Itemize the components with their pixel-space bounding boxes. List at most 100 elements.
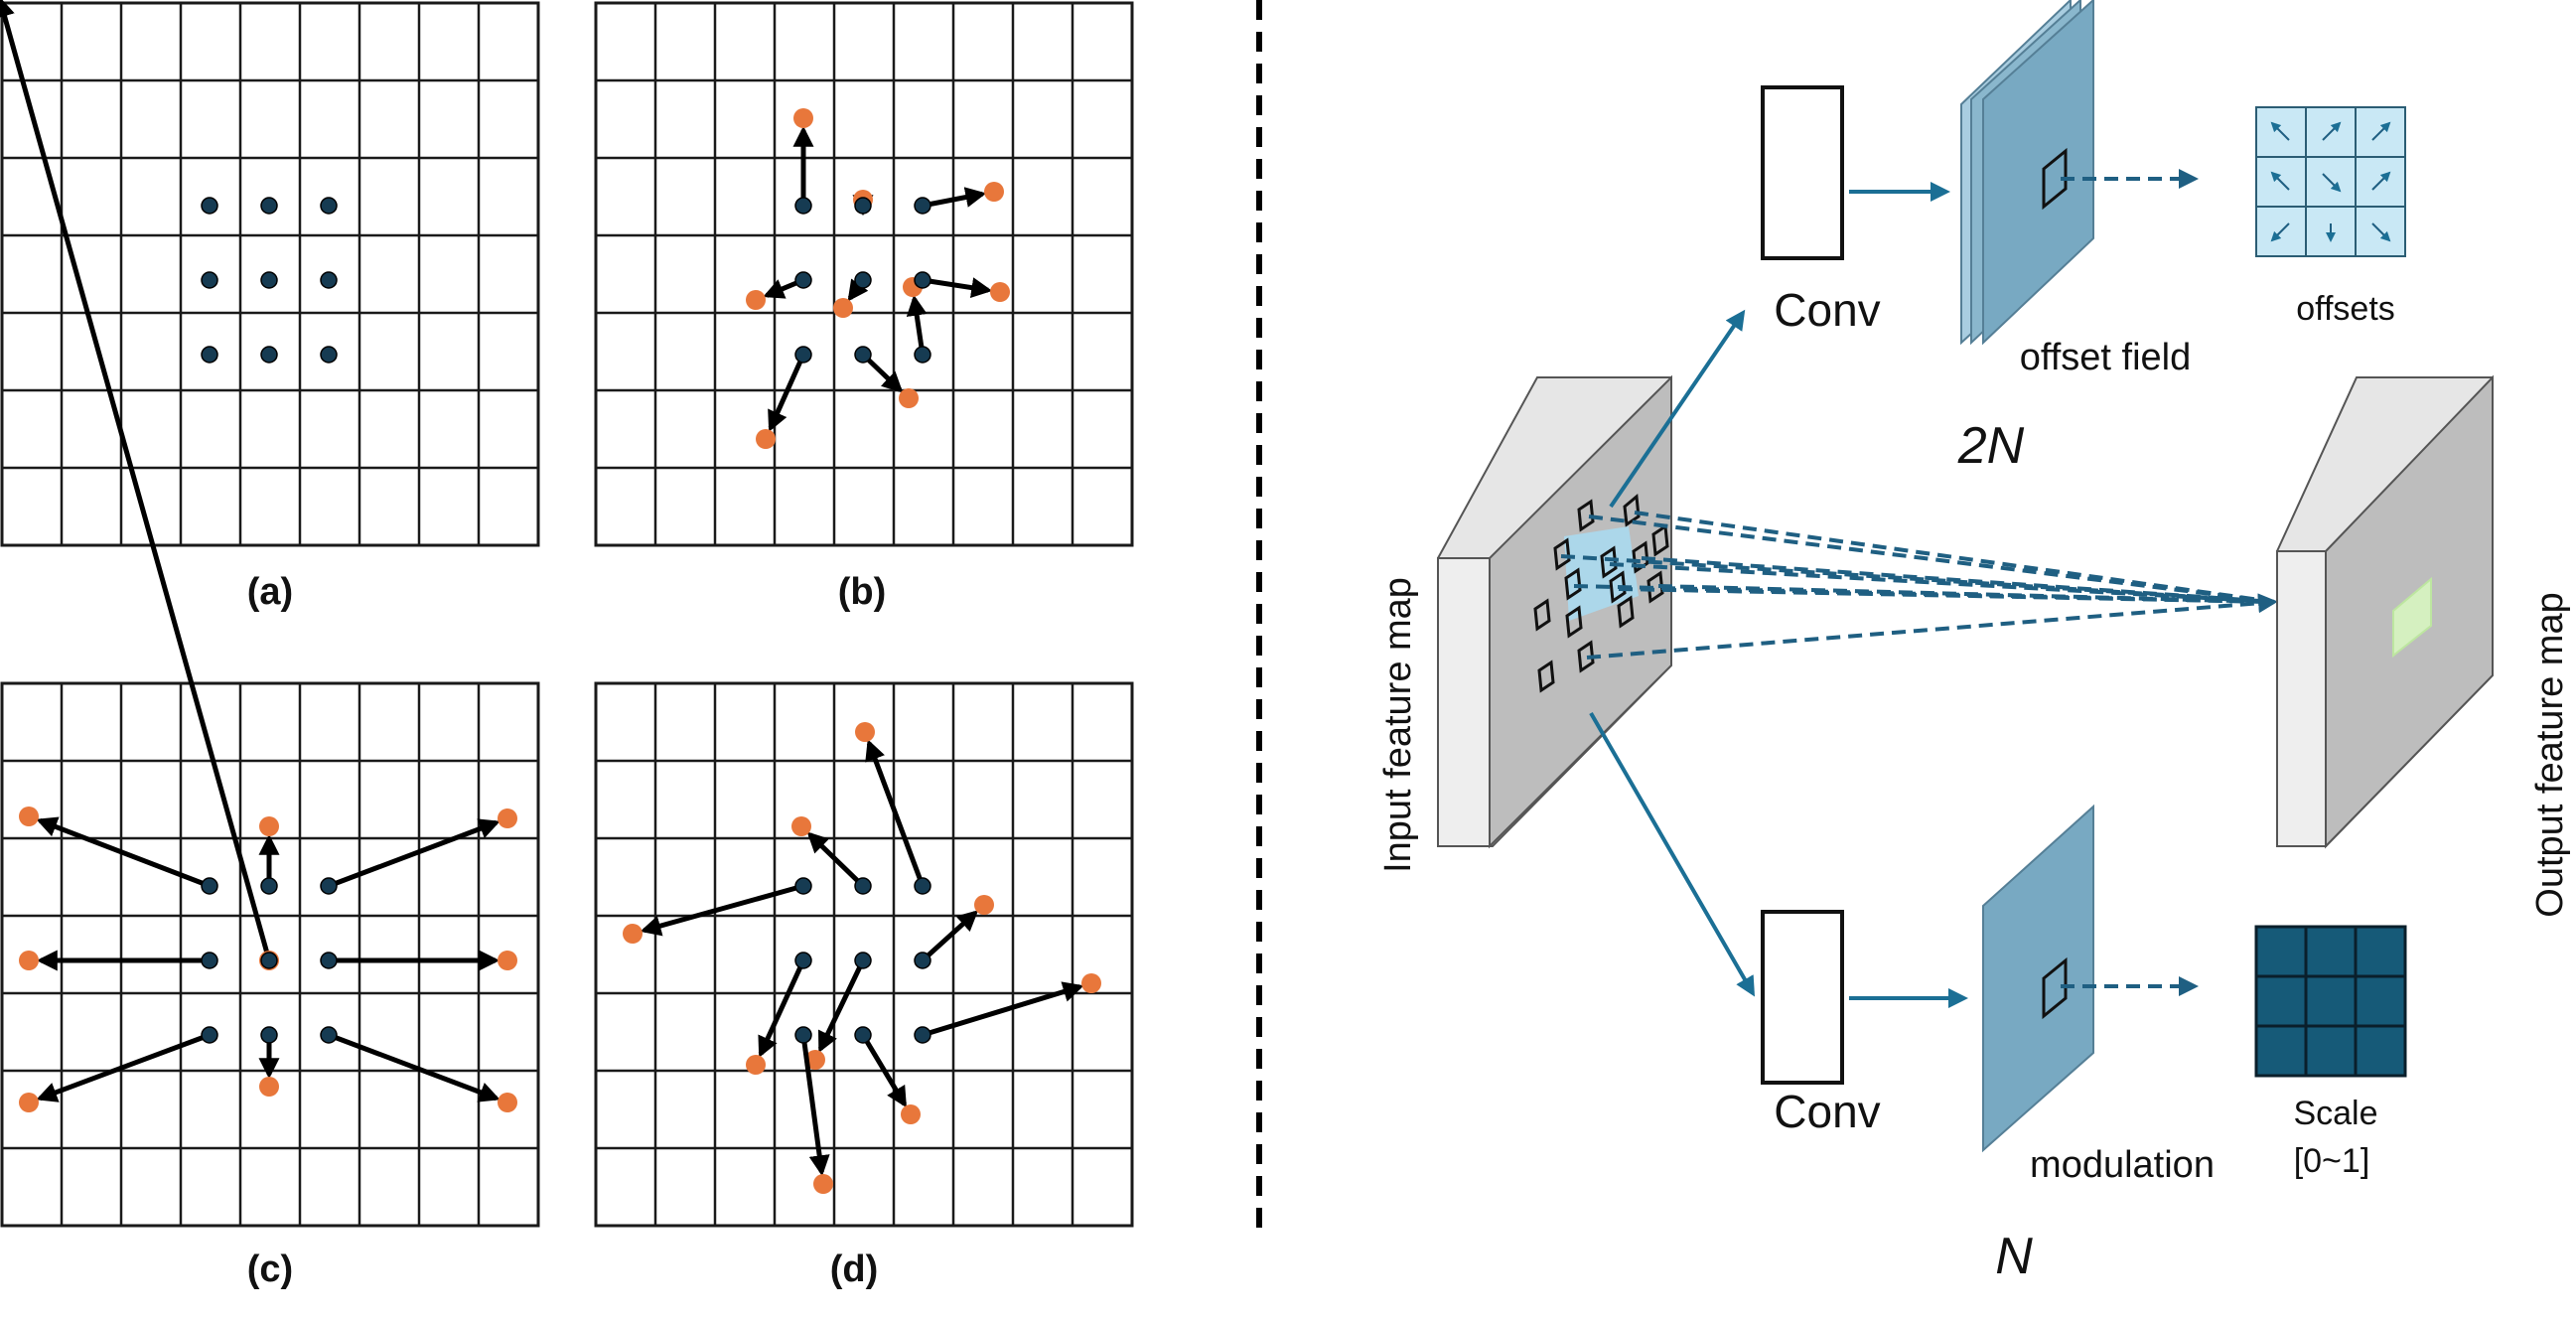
sampling-point bbox=[320, 346, 338, 364]
scale-cell bbox=[2254, 974, 2308, 1028]
sampling-point bbox=[794, 877, 812, 895]
offset-arrow bbox=[328, 818, 501, 889]
offset-direction-arrow bbox=[2371, 171, 2391, 191]
offset-arrow bbox=[922, 277, 993, 298]
sampling-point bbox=[320, 1026, 338, 1044]
offset-sample-point bbox=[813, 1174, 833, 1194]
offsets-label: offsets bbox=[2296, 290, 2395, 328]
sampling-point bbox=[794, 1026, 812, 1044]
offset-arrow bbox=[768, 353, 806, 432]
offset-sample-point bbox=[19, 807, 39, 826]
offset-sample-point bbox=[1081, 973, 1101, 993]
sampling-point bbox=[260, 346, 278, 364]
output-feature-map bbox=[2276, 374, 2494, 849]
grid-panel-c bbox=[0, 0, 540, 1228]
offset-direction-arrow bbox=[2371, 121, 2391, 141]
scale-cell bbox=[2354, 1024, 2407, 1078]
offset-arrow bbox=[817, 958, 866, 1053]
offsets-kernel bbox=[2255, 106, 2406, 257]
sampling-point bbox=[320, 271, 338, 289]
output-map-label: Output feature map bbox=[2529, 592, 2571, 917]
offset-sample-point bbox=[805, 1050, 825, 1070]
offset-arrow bbox=[758, 958, 806, 1058]
sampling-point bbox=[201, 271, 218, 289]
conv-label-modulation: Conv bbox=[1774, 1086, 1880, 1137]
modulation-label: modulation bbox=[2030, 1144, 2215, 1186]
offset-sample-point bbox=[259, 1077, 279, 1097]
offset-sample-point bbox=[19, 951, 39, 970]
sampling-point bbox=[320, 197, 338, 215]
offset-sample-point bbox=[259, 816, 279, 836]
sampling-point bbox=[260, 952, 278, 969]
sampling-region bbox=[1533, 494, 1669, 693]
grid-panel-a bbox=[0, 1, 540, 547]
flow-arrow-to-offset-conv bbox=[1609, 309, 1746, 509]
offset-sample-point bbox=[901, 1104, 921, 1124]
offset-direction-arrow bbox=[2322, 121, 2342, 141]
offset-sample-point bbox=[899, 388, 919, 408]
scale-cell bbox=[2254, 925, 2308, 978]
sampling-point bbox=[914, 877, 931, 895]
offset-sample-point bbox=[623, 924, 643, 944]
sampling-point bbox=[854, 197, 872, 215]
sampling-point bbox=[794, 197, 812, 215]
offset-arrow bbox=[922, 187, 987, 209]
sampling-point bbox=[914, 1026, 931, 1044]
scale-cell bbox=[2304, 1024, 2358, 1078]
scale-cell bbox=[2354, 974, 2407, 1028]
offset-sample-point bbox=[793, 108, 813, 128]
n-label: N bbox=[1995, 1228, 2033, 1285]
offset-arrow bbox=[36, 1032, 211, 1102]
offset-sample-point bbox=[19, 1093, 39, 1112]
offset-arrow bbox=[0, 0, 272, 961]
caption-a: (a) bbox=[247, 571, 293, 613]
sampling-point bbox=[854, 346, 872, 364]
offset-cell bbox=[2355, 106, 2406, 158]
sampling-point bbox=[201, 197, 218, 215]
sampling-rays bbox=[1560, 511, 2278, 660]
flow-arrow-to-modulation-conv bbox=[1589, 711, 1756, 997]
scale-cell bbox=[2304, 925, 2358, 978]
scale-label: Scale bbox=[2293, 1095, 2377, 1132]
sampling-point bbox=[854, 952, 872, 969]
offset-sample-point bbox=[990, 282, 1010, 302]
sampling-point bbox=[914, 271, 931, 289]
sampling-point bbox=[794, 346, 812, 364]
scale-kernel bbox=[2254, 925, 2407, 1078]
sampling-point bbox=[260, 197, 278, 215]
sampling-point bbox=[320, 877, 338, 895]
offset-direction-arrow bbox=[2270, 222, 2290, 242]
sampling-point bbox=[854, 271, 872, 289]
sampling-point bbox=[794, 952, 812, 969]
offset-sample-point bbox=[498, 951, 517, 970]
grid-panel-d bbox=[594, 681, 1134, 1228]
scale-range-label: [0~1] bbox=[2294, 1142, 2370, 1180]
offset-sample-point bbox=[791, 816, 811, 836]
offset-sample-point bbox=[498, 1093, 517, 1112]
sampling-point bbox=[854, 1026, 872, 1044]
offset-arrow bbox=[806, 831, 865, 888]
offset-arrow bbox=[640, 883, 804, 937]
conv-label-offset: Conv bbox=[1774, 284, 1880, 336]
offset-arrow bbox=[865, 739, 926, 887]
offset-sample-point bbox=[833, 298, 853, 318]
caption-d: (d) bbox=[830, 1248, 879, 1290]
conv-block-modulation bbox=[1761, 910, 1844, 1085]
input-map-label: Input feature map bbox=[1377, 577, 1419, 873]
sampling-point bbox=[201, 346, 218, 364]
offset-arrow bbox=[36, 816, 211, 889]
offset-arrow bbox=[922, 981, 1084, 1038]
offset-field-label: offset field bbox=[2020, 337, 2192, 378]
modulation-map bbox=[1982, 804, 2094, 1153]
caption-b: (b) bbox=[838, 571, 887, 613]
offset-sample-point bbox=[855, 722, 875, 742]
offset-arrow bbox=[921, 910, 979, 962]
offset-sample-point bbox=[974, 895, 994, 915]
scale-cell bbox=[2254, 1024, 2308, 1078]
output-pixel-highlight bbox=[2392, 576, 2432, 659]
offset-direction-arrow bbox=[2270, 121, 2290, 141]
offset-sample-point bbox=[498, 808, 517, 828]
sampling-point bbox=[201, 1026, 218, 1044]
caption-c: (c) bbox=[247, 1248, 293, 1290]
